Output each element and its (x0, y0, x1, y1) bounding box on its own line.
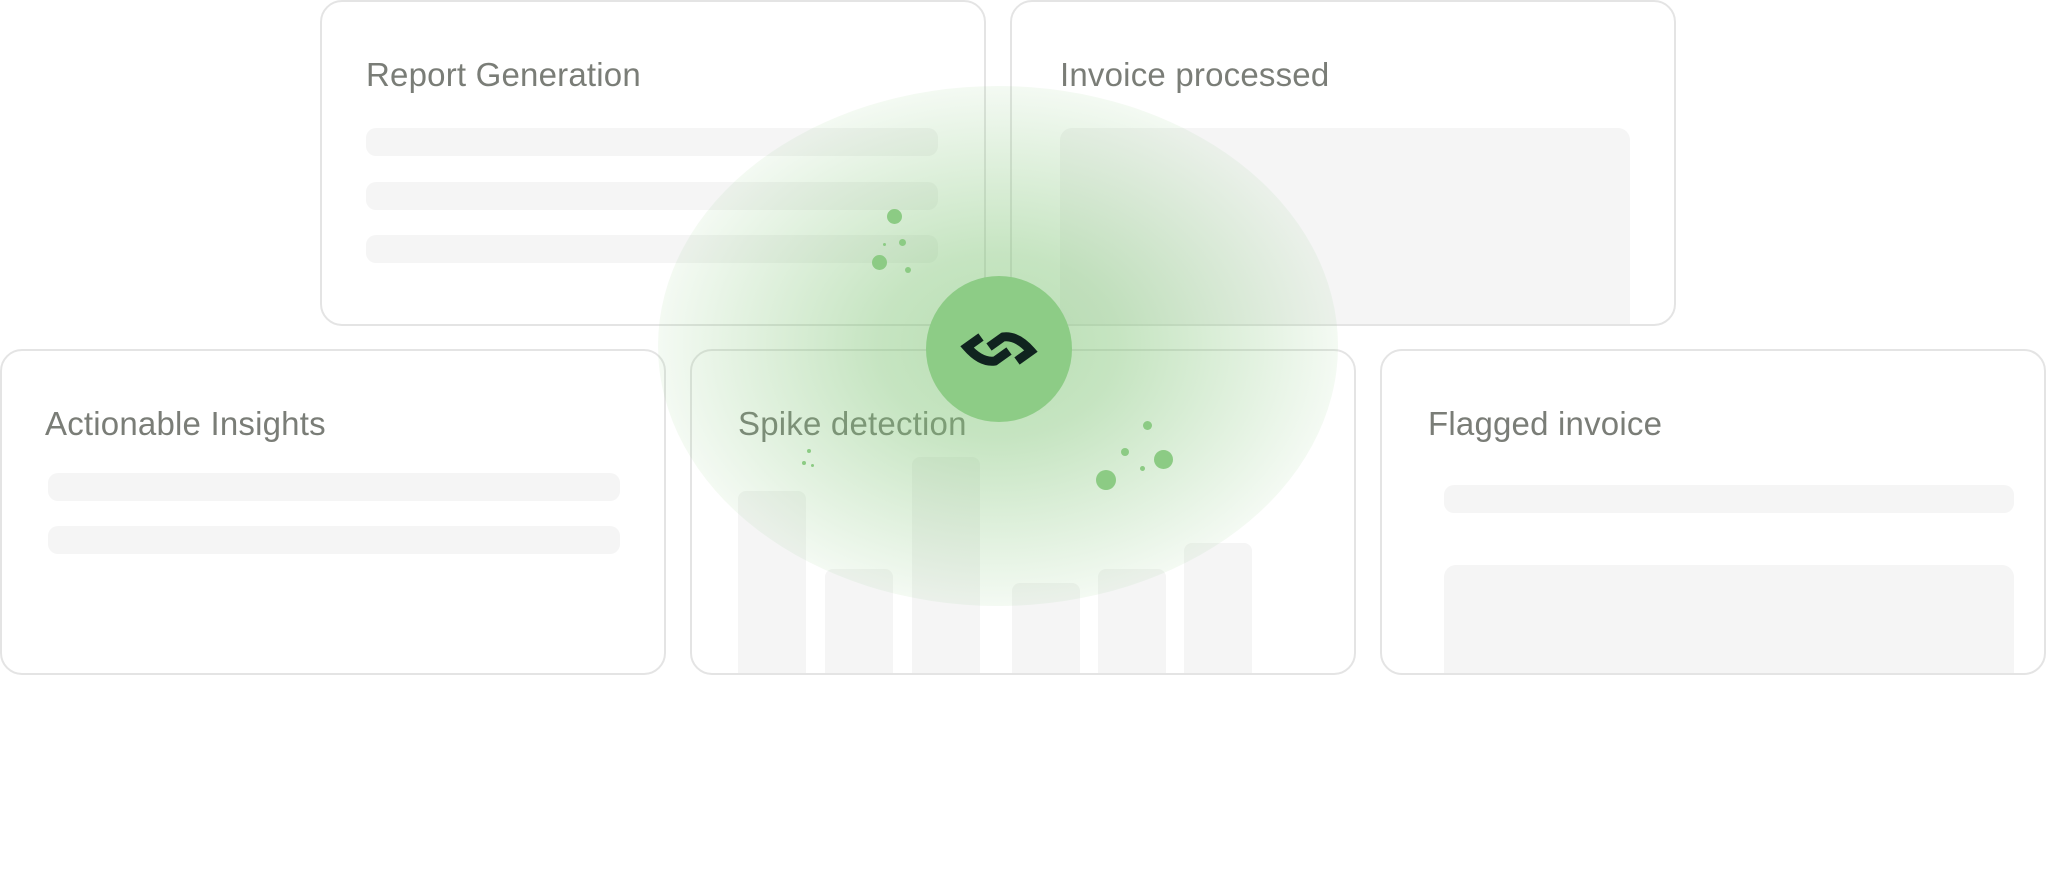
particle-dot (1154, 450, 1173, 469)
skeleton-line (366, 128, 938, 156)
particle-dot (811, 464, 814, 467)
chart-bar (1012, 583, 1080, 673)
chart-bar (912, 457, 980, 673)
skeleton-line (48, 473, 620, 501)
skeleton-line (366, 235, 938, 263)
particle-dot (807, 449, 811, 453)
particle-dot (887, 209, 902, 224)
particle-dot (899, 239, 906, 246)
particle-dot (1096, 470, 1116, 490)
particle-dot (1121, 448, 1129, 456)
chart-bar (738, 491, 806, 673)
chart-bar (1184, 543, 1252, 673)
actionable-insights-card: Actionable Insights (0, 349, 666, 675)
flagged-invoice-card: Flagged invoice (1380, 349, 2046, 675)
skeleton-line (366, 182, 938, 210)
card-title: Invoice processed (1060, 56, 1330, 93)
particle-dot (802, 461, 806, 465)
sync-link-icon (957, 307, 1041, 391)
integration-hub (926, 276, 1072, 422)
card-title: Actionable Insights (45, 405, 326, 442)
particle-dot (883, 243, 886, 246)
chart-bar (1098, 569, 1166, 673)
particle-dot (1140, 466, 1145, 471)
report-generation-card: Report Generation (320, 0, 986, 326)
chart-bar (825, 569, 893, 673)
invoice-processed-card: Invoice processed (1010, 0, 1676, 326)
card-title: Report Generation (366, 56, 641, 93)
card-title: Flagged invoice (1428, 405, 1663, 442)
skeleton-panel (1060, 128, 1630, 324)
skeleton-line (1444, 485, 2014, 513)
particle-dot (905, 267, 911, 273)
card-title: Spike detection (738, 405, 967, 442)
particle-dot (872, 255, 887, 270)
skeleton-panel (1444, 565, 2014, 673)
particle-dot (1143, 421, 1152, 430)
skeleton-line (48, 526, 620, 554)
